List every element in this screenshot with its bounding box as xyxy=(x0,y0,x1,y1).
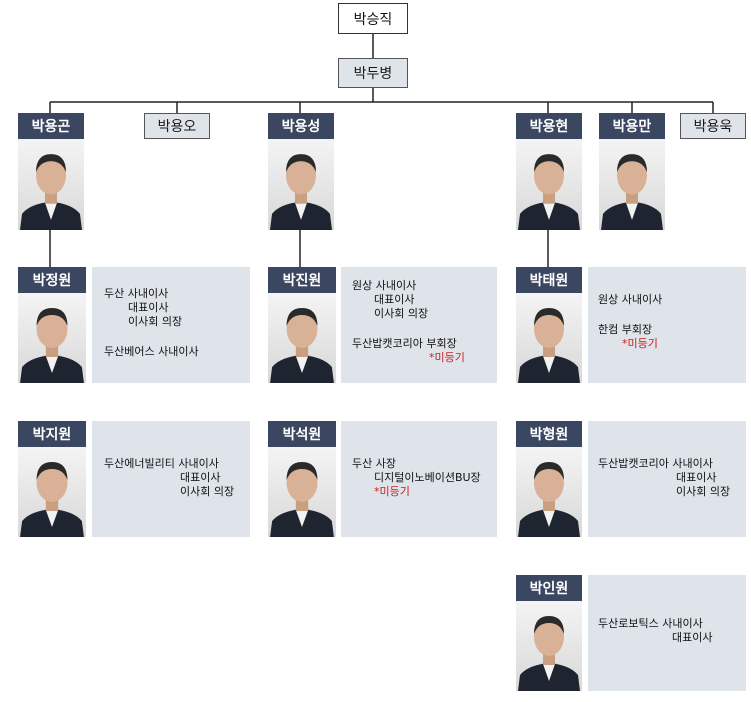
son-bak-yonghyeon: 박용현 xyxy=(516,113,582,139)
role-line: 두산밥캣코리아 사내이사 xyxy=(598,457,713,470)
root-ancestor: 박승직 xyxy=(338,3,408,34)
portrait-bak-seokwon xyxy=(268,447,336,537)
role-line: 두산로보틱스 사내이사 xyxy=(598,617,703,630)
portrait-bak-yonghyeon xyxy=(516,139,582,230)
son-bak-yongseong: 박용성 xyxy=(268,113,334,139)
role-line: 대표이사 xyxy=(672,631,713,644)
son-bak-yongman: 박용만 xyxy=(599,113,665,139)
son-bak-yonggon: 박용곤 xyxy=(18,113,84,139)
role-line: 한컴 부회장 xyxy=(598,323,653,336)
roles-bak-jinwon: 원상 사내이사 대표이사 이사회 의장 두산밥캣코리아 부회장 *미등기 xyxy=(341,267,497,383)
person-bak-hyeongwon: 박형원 xyxy=(516,421,582,447)
portrait-bak-inwon xyxy=(516,601,582,691)
role-line: 대표이사 xyxy=(180,471,221,484)
first-generation: 박두병 xyxy=(338,58,408,88)
unregistered-note: *미등기 xyxy=(374,485,410,498)
roles-bak-hyeongwon: 두산밥캣코리아 사내이사 대표이사 이사회 의장 xyxy=(588,421,746,537)
roles-bak-seokwon: 두산 사장 디지털이노베이션BU장 *미등기 xyxy=(341,421,497,537)
roles-bak-jiwon: 두산에너빌리티 사내이사 대표이사 이사회 의장 xyxy=(92,421,250,537)
role-line: 이사회 의장 xyxy=(374,307,429,320)
person-bak-jeongwon: 박정원 xyxy=(18,267,86,293)
person-bak-inwon: 박인원 xyxy=(516,575,582,601)
roles-bak-taewon: 원상 사내이사 한컴 부회장 *미등기 xyxy=(588,267,746,383)
portrait-bak-jinwon xyxy=(268,293,336,383)
role-line: 대표이사 xyxy=(676,471,717,484)
portrait-bak-yonggon xyxy=(18,139,84,230)
role-line: 두산 사내이사 xyxy=(104,287,169,300)
role-line: 원상 사내이사 xyxy=(352,279,417,292)
role-line: 대표이사 xyxy=(128,301,169,314)
unregistered-note: *미등기 xyxy=(429,351,465,364)
portrait-bak-yongman xyxy=(599,139,665,230)
roles-bak-jeongwon: 두산 사내이사 대표이사 이사회 의장 두산베어스 사내이사 xyxy=(92,267,250,383)
son-bak-yonguk: 박용욱 xyxy=(680,113,746,139)
person-bak-jiwon: 박지원 xyxy=(18,421,86,447)
role-line: 이사회 의장 xyxy=(676,485,731,498)
person-bak-taewon: 박태원 xyxy=(516,267,582,293)
person-bak-jinwon: 박진원 xyxy=(268,267,336,293)
role-line: 두산 사장 xyxy=(352,457,396,470)
role-line: 이사회 의장 xyxy=(180,485,235,498)
portrait-bak-taewon xyxy=(516,293,582,383)
son-bak-yongo: 박용오 xyxy=(144,113,210,139)
role-line: 두산에너빌리티 사내이사 xyxy=(104,457,219,470)
role-line: 대표이사 xyxy=(374,293,415,306)
portrait-bak-jiwon xyxy=(18,447,86,537)
role-line: 두산베어스 사내이사 xyxy=(104,345,199,358)
role-line: 이사회 의장 xyxy=(128,315,183,328)
unregistered-note: *미등기 xyxy=(622,337,658,350)
role-line: 원상 사내이사 xyxy=(598,293,663,306)
roles-bak-inwon: 두산로보틱스 사내이사 대표이사 xyxy=(588,575,746,691)
role-line: 두산밥캣코리아 부회장 xyxy=(352,337,457,350)
portrait-bak-yongseong xyxy=(268,139,334,230)
role-line: 디지털이노베이션BU장 xyxy=(374,471,481,484)
portrait-bak-hyeongwon xyxy=(516,447,582,537)
portrait-bak-jeongwon xyxy=(18,293,86,383)
person-bak-seokwon: 박석원 xyxy=(268,421,336,447)
